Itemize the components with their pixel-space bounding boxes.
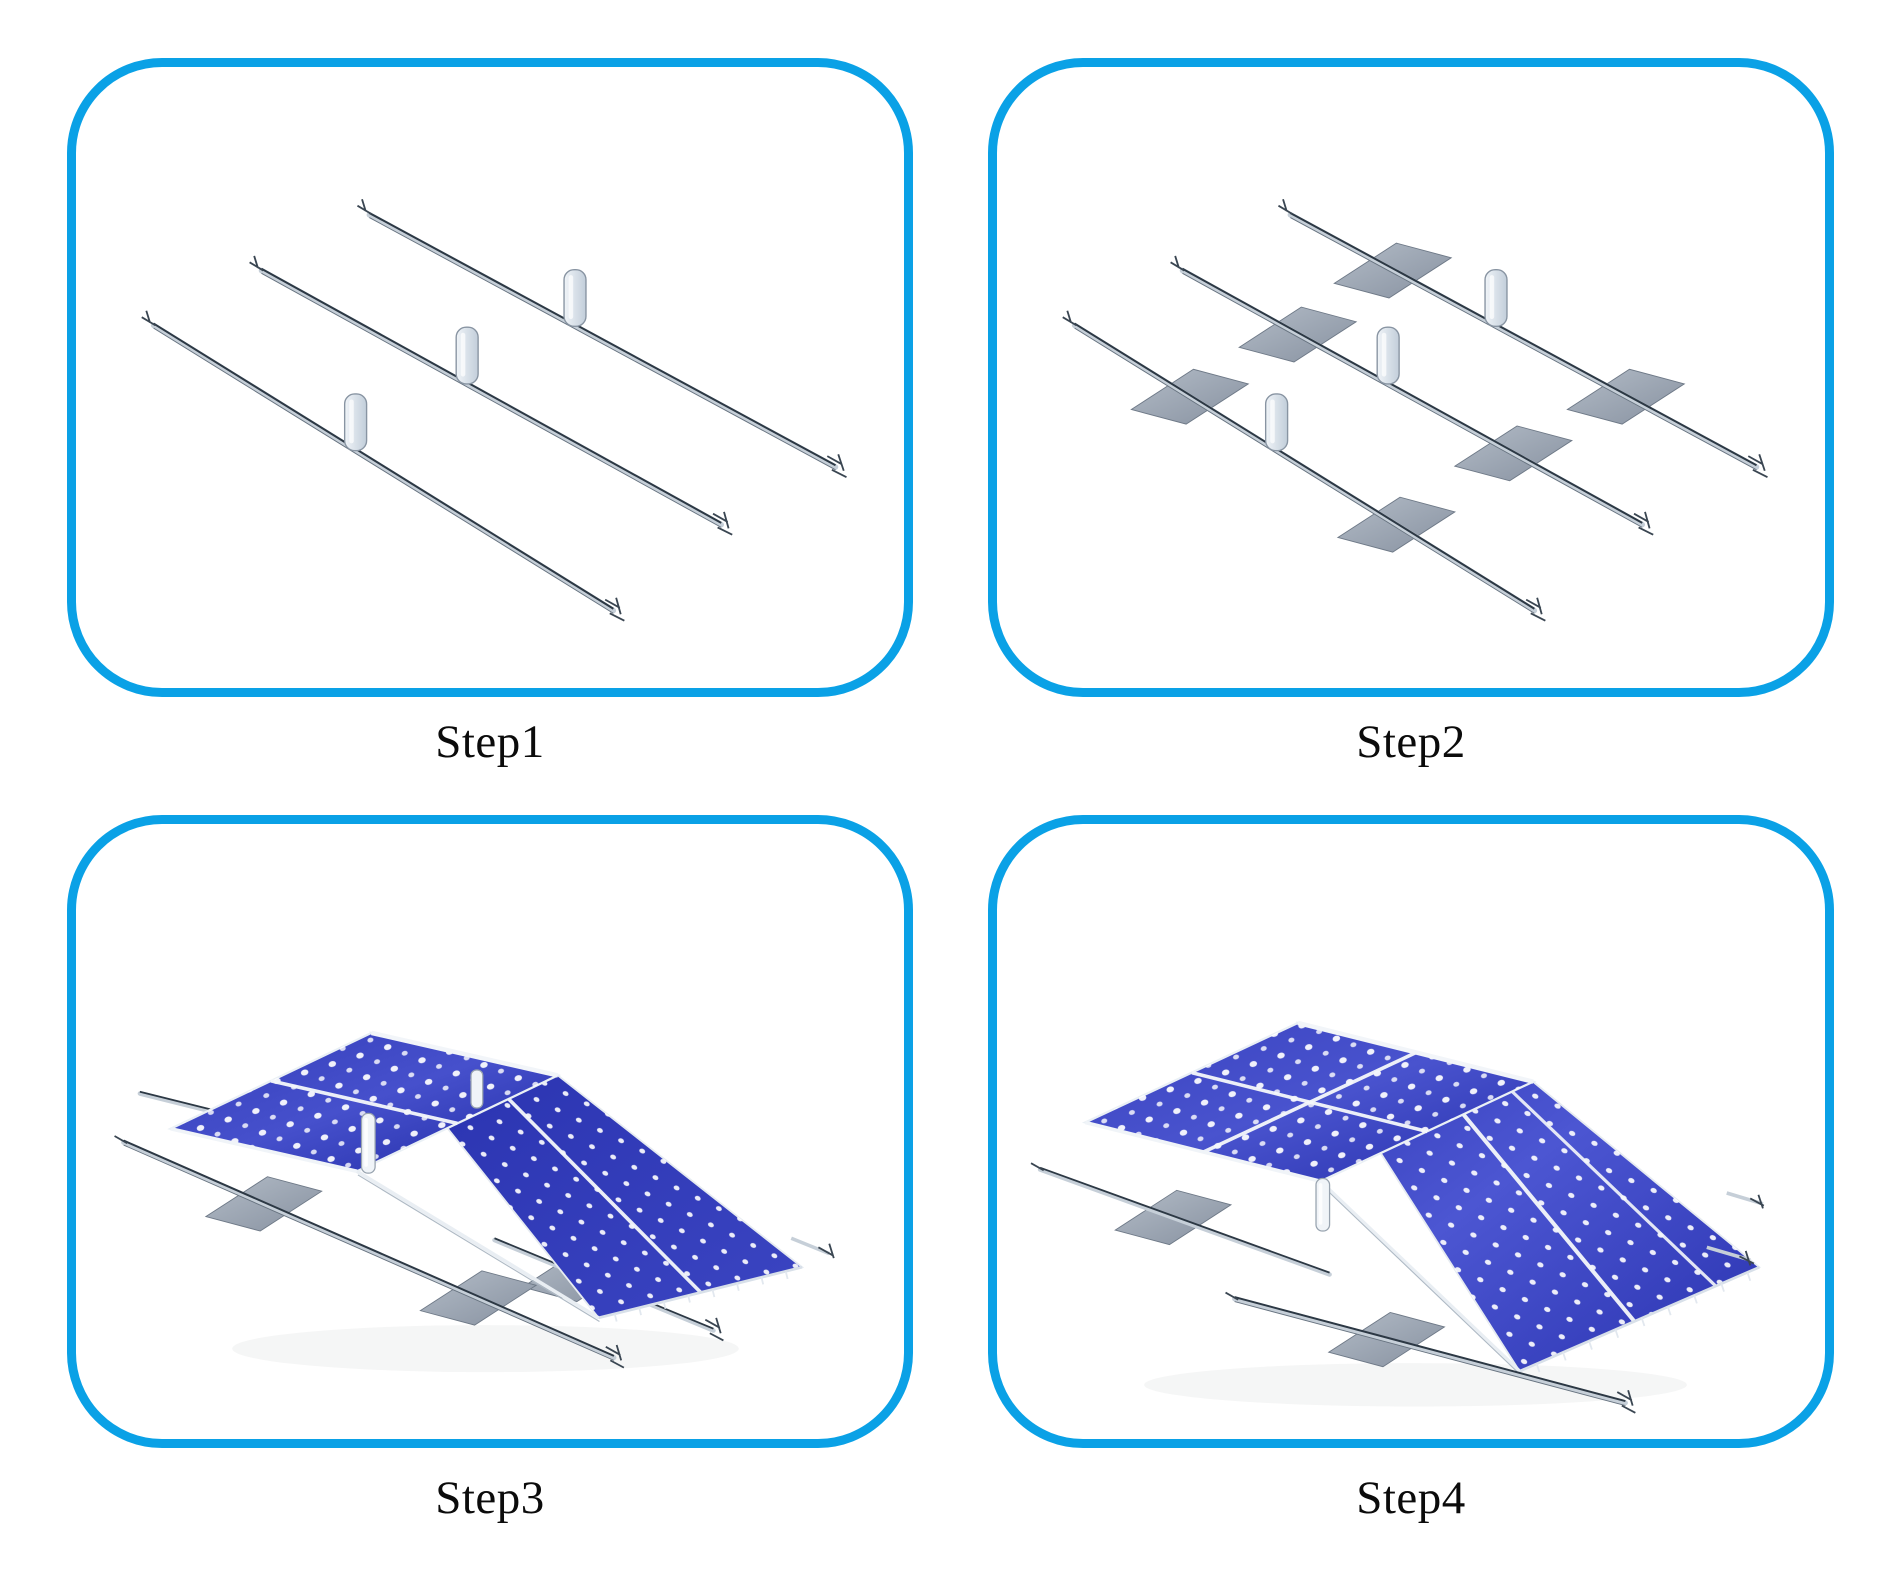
ground-shadow <box>1144 1363 1687 1407</box>
support-post <box>360 1112 376 1174</box>
rail <box>1225 1291 1636 1414</box>
clamp-pin <box>343 393 368 452</box>
step3-card <box>67 815 913 1448</box>
panel-seam <box>1202 1051 1417 1154</box>
rail <box>141 310 625 622</box>
rail <box>1170 255 1654 536</box>
rail-end-hook <box>1706 1245 1755 1266</box>
rail <box>249 255 733 536</box>
support-post <box>470 1069 484 1109</box>
rail <box>1062 310 1546 622</box>
clamp-pin <box>563 268 587 327</box>
clamp-pin <box>1484 268 1508 327</box>
step4-illustration <box>1015 842 1807 1421</box>
step3-illustration <box>94 842 886 1421</box>
ridge-cap <box>1297 1020 1534 1084</box>
step4-complete-assembly-image <box>1030 1020 1765 1414</box>
clamp-pin <box>1376 326 1400 385</box>
step3-partial-assembly-image <box>114 1030 835 1373</box>
ground-shadow <box>232 1325 739 1373</box>
step4-card <box>988 815 1834 1448</box>
step2-caption: Step2 <box>1356 716 1466 768</box>
rail <box>1030 1162 1332 1277</box>
clamp-pin <box>1264 393 1289 452</box>
corrugation-edge <box>613 1271 789 1322</box>
clamp-pin <box>455 326 479 385</box>
step1-caption: Step1 <box>435 716 545 768</box>
support-post <box>1315 1177 1331 1232</box>
step1-illustration <box>94 85 886 670</box>
step1-card <box>67 58 913 697</box>
step2-rails-pads-image <box>1062 198 1768 622</box>
rail <box>1277 198 1768 478</box>
corrugation-edge <box>1535 1272 1752 1373</box>
ridge-cap <box>370 1030 559 1078</box>
rail <box>356 198 847 478</box>
step1-rails-image <box>141 198 847 622</box>
step3-caption: Step3 <box>435 1472 545 1524</box>
panel-seam <box>270 1079 458 1126</box>
rail-end-hook <box>1726 1191 1765 1209</box>
step2-illustration <box>1015 85 1807 670</box>
rail <box>114 1135 625 1369</box>
step2-card <box>988 58 1834 697</box>
rail-end-hook <box>790 1236 835 1259</box>
front-beam <box>1319 1179 1521 1376</box>
panel-seam <box>1489 1069 1717 1288</box>
step4-caption: Step4 <box>1356 1472 1466 1524</box>
front-beam <box>356 1169 600 1322</box>
